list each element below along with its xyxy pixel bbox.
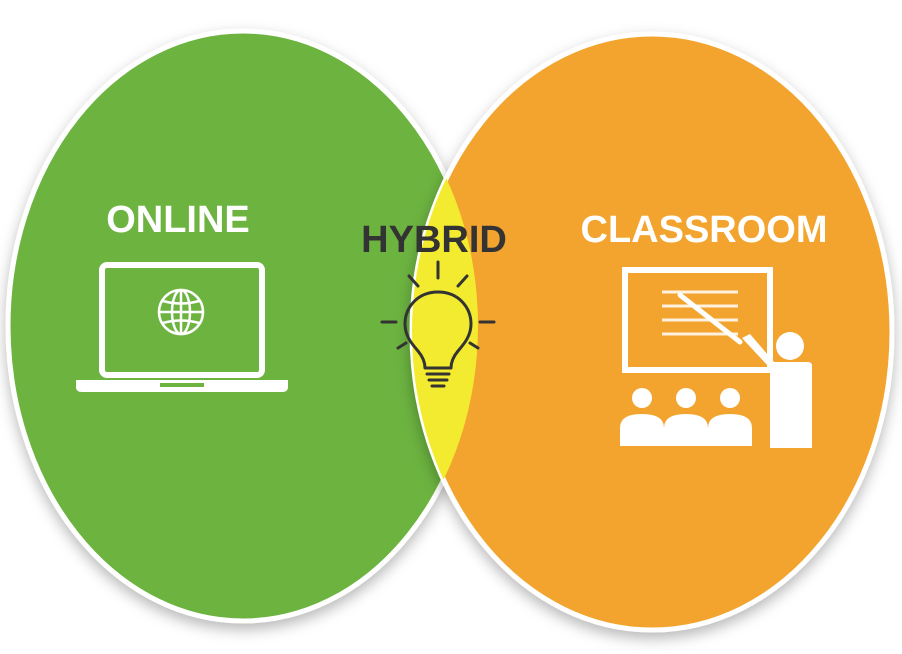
online-circle: [5, 28, 481, 624]
laptop-globe-icon: [76, 262, 288, 392]
teacher-presentation-icon: [620, 267, 812, 448]
classroom-label: CLASSROOM: [581, 209, 828, 251]
classroom-circle: [409, 31, 895, 633]
lightbulb-icon: [380, 260, 496, 388]
online-label: ONLINE: [106, 199, 250, 241]
hybrid-label: HYBRID: [361, 219, 507, 261]
